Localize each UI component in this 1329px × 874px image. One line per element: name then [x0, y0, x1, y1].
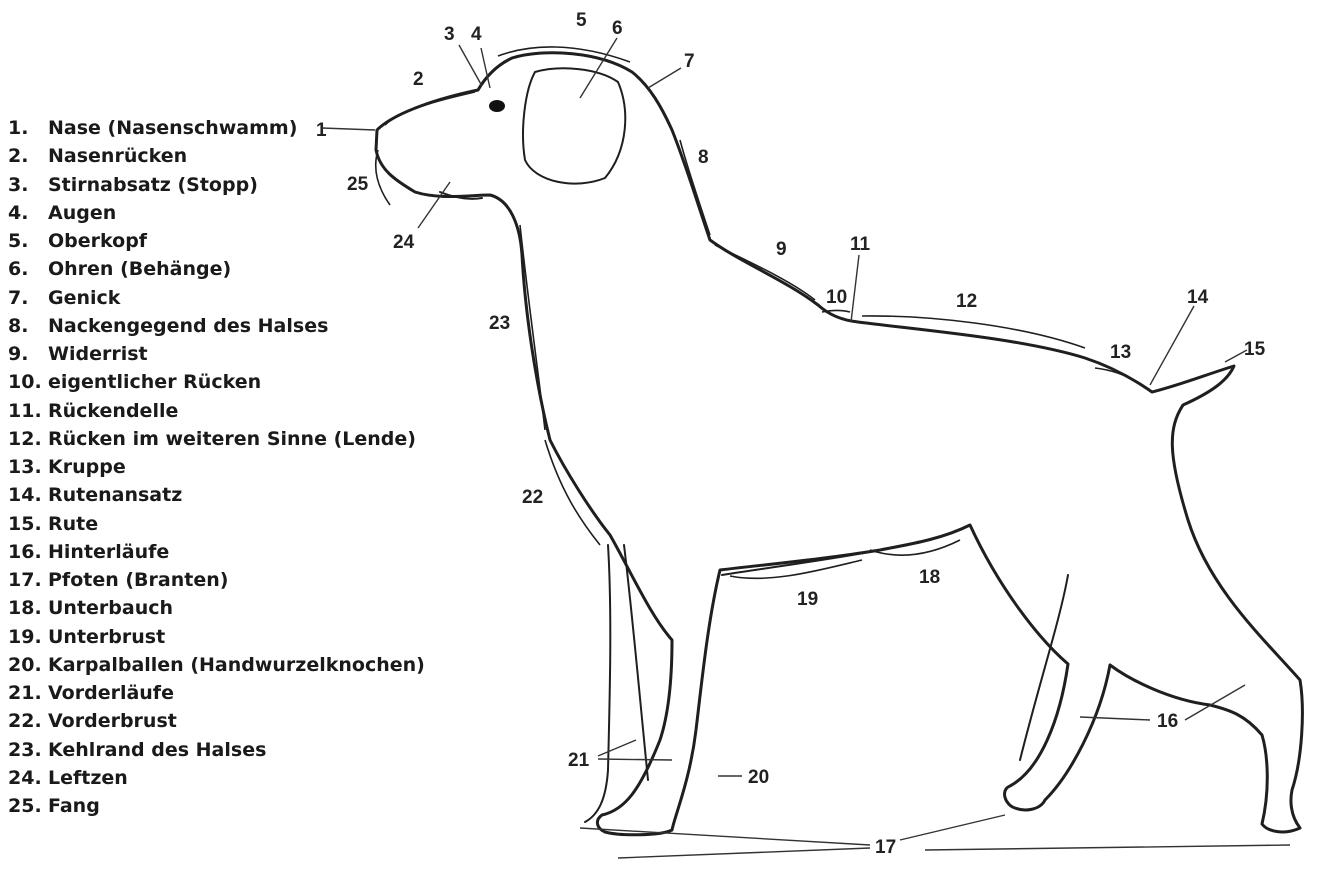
front-leg-line	[585, 545, 610, 822]
callout-5: 5	[576, 10, 587, 31]
callout-1: 1	[316, 120, 327, 141]
callout-2: 2	[413, 69, 424, 90]
leader-16a	[1080, 717, 1150, 720]
callout-3: 3	[444, 24, 455, 45]
callout-6: 6	[612, 18, 623, 39]
brace-12	[862, 316, 1085, 348]
leader-14	[1150, 306, 1194, 385]
callout-20: 20	[748, 767, 769, 788]
leader-6	[580, 38, 617, 98]
callout-23: 23	[489, 313, 510, 334]
leader-17d	[925, 845, 1290, 850]
ear-outline	[523, 68, 625, 183]
rear-leg-line	[1020, 575, 1068, 760]
callout-7: 7	[684, 51, 695, 72]
leader-1	[322, 128, 375, 130]
callout-9: 9	[776, 239, 787, 260]
brace-10	[822, 311, 850, 313]
brace-22	[545, 440, 600, 545]
leader-17c	[900, 815, 1005, 840]
callout-25: 25	[347, 174, 369, 195]
leader-11	[851, 255, 859, 322]
leader-3	[459, 45, 482, 86]
callout-19: 19	[797, 589, 818, 610]
callout-18: 18	[919, 567, 940, 588]
eye-mark	[489, 100, 505, 112]
callout-22: 22	[522, 487, 543, 508]
callout-12: 12	[956, 291, 977, 312]
callout-13: 13	[1110, 342, 1131, 363]
callout-17: 17	[875, 837, 896, 858]
leader-21a	[598, 759, 672, 760]
belly-line	[722, 550, 880, 575]
callout-10: 10	[826, 287, 847, 308]
leader-21b	[598, 740, 636, 756]
callout-24: 24	[393, 232, 415, 253]
brace-2	[385, 92, 475, 125]
leader-7	[648, 68, 681, 88]
callout-8: 8	[698, 147, 709, 168]
callout-21: 21	[568, 750, 590, 771]
leader-17a	[580, 828, 870, 845]
leader-24	[418, 182, 450, 228]
brace-23	[520, 225, 545, 430]
callout-16: 16	[1157, 711, 1178, 732]
callout-11: 11	[850, 234, 871, 255]
callout-15: 15	[1244, 339, 1266, 360]
callout-14: 14	[1187, 287, 1209, 308]
callout-4: 4	[471, 24, 482, 45]
leader-17b	[618, 848, 870, 858]
